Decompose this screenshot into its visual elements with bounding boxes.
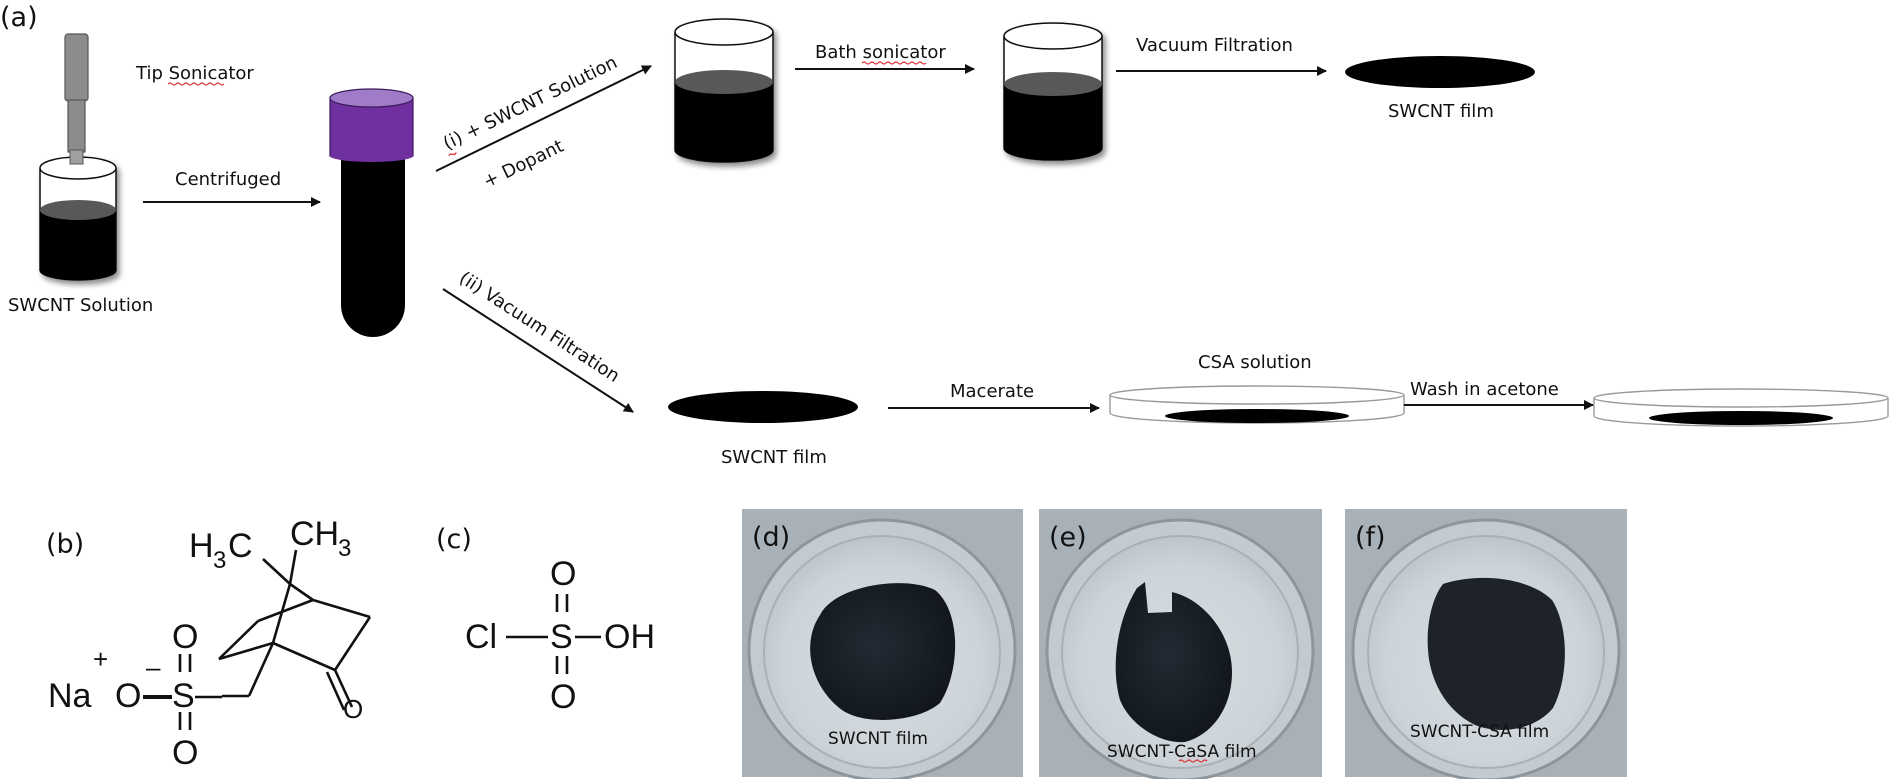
photo-swcnt-film: (d) SWCNT film [742,509,1023,779]
atom-ch: CH [290,515,339,553]
structure-chlorosulfonic-acid: O Cl S OH O [465,555,655,716]
atom-o-bottom: O [172,734,198,772]
panel-label-b: (b) [46,529,84,560]
beaker-dopant-mix-icon [674,18,774,163]
macerate-label: Macerate [950,381,1034,402]
film-sample [810,583,956,720]
panel-label-c: (c) [436,524,472,555]
swcnt-film-bottom-label: SWCNT film [721,447,827,468]
vacuum-filtration-label: Vacuum Filtration [1136,35,1293,56]
photo-swcnt-csa-film: (f) SWCNT-CSA film [1345,509,1627,779]
spellcheck-underline [861,61,927,65]
atom-o-ketone: O [343,694,363,724]
panel-label-a: (a) [0,2,38,33]
panel-label-f: (f) [1355,522,1386,553]
beaker-sonicated-icon [1003,22,1103,161]
swcnt-solution-label: SWCNT Solution [8,295,153,316]
atom-o-minus: O [115,677,141,715]
tip-sonicator-label: Tip Sonicator [135,63,254,84]
atom-s: S [550,618,573,656]
swcnt-film-top-label: SWCNT film [1388,101,1494,122]
bath-sonicator-label: Bath sonicator [815,42,946,63]
spellcheck-underline [1178,759,1208,763]
petri-dish-csa-icon [1109,385,1405,424]
wash-in-acetone-label: Wash in acetone [1410,379,1559,400]
atom-o-top: O [550,555,576,593]
panel-label-e: (e) [1049,522,1087,553]
atom-c: C [228,527,253,565]
photo-label: SWCNT-CSA film [1410,722,1549,742]
atom-sub: 3 [213,547,226,574]
beaker-swcnt-solution-icon [39,156,117,281]
film-sample [1427,577,1565,730]
atom-o-bottom: O [550,678,576,716]
swcnt-film-top-icon [1345,56,1535,88]
route-i-label: (i) + SWCNT Solution [440,52,621,155]
charge-plus: + [93,644,108,674]
atom-sub: 3 [338,535,351,562]
photo-label: SWCNT-CaSA film [1107,742,1257,762]
route-ii-label: (ii) Vacuum Filtration [455,268,623,387]
atom-na: Na [48,677,92,715]
spellcheck-underline [167,82,225,86]
centrifuged-label: Centrifuged [175,169,281,190]
centrifuge-tube-icon [329,88,414,337]
csa-solution-label: CSA solution [1198,352,1312,373]
panel-label-d: (d) [752,522,790,553]
swcnt-film-bottom-icon [668,391,858,423]
atom-s: S [172,677,195,715]
probe-tip [69,149,84,165]
film-sample [1115,582,1232,743]
route-i-arrow [435,65,652,172]
charge-minus: – [146,652,161,682]
photo-swcnt-casa-film: (e) SWCNT-CaSA film [1039,509,1322,779]
spellcheck-underline [448,152,457,157]
route-ii-arrow [442,288,634,413]
atom-oh: OH [604,618,655,656]
photo-label: SWCNT film [828,729,928,749]
petri-dish-washed-icon [1593,388,1889,427]
structure-sodium-camphorsulfonate: H 3 C CH 3 O Na + – O S O O [48,515,372,772]
atom-cl: Cl [465,618,497,656]
atom-o-top: O [172,618,198,656]
atom-h: H [189,527,214,565]
tip-sonicator-icon [64,33,89,165]
